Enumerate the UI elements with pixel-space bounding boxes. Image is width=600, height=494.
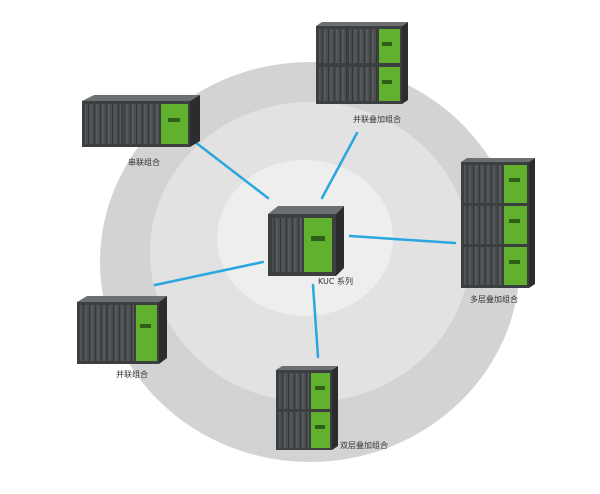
connector-lines [153,131,457,359]
node-label-double-layer: 双层叠加组合 [340,441,388,450]
node-label-series: 串联组合 [128,158,160,167]
multi-layer-unit [461,158,535,288]
parallel-unit [77,296,167,364]
connector-multi-layer [348,234,457,245]
hub-purifier-unit [268,206,344,276]
series-unit [82,95,200,147]
node-label-parallel: 并联组合 [116,370,148,379]
connector-parallel-stack [320,131,359,200]
connector-parallel [153,260,265,287]
parallel-stack-unit [316,22,408,104]
hub-label: KUC 系列 [318,277,354,286]
node-label-multi-layer: 多层叠加组合 [470,295,518,304]
double-layer-unit [276,366,338,450]
connector-double-layer [311,283,320,359]
connector-series [193,140,270,200]
node-label-parallel-stack: 并联叠加组合 [353,115,401,124]
